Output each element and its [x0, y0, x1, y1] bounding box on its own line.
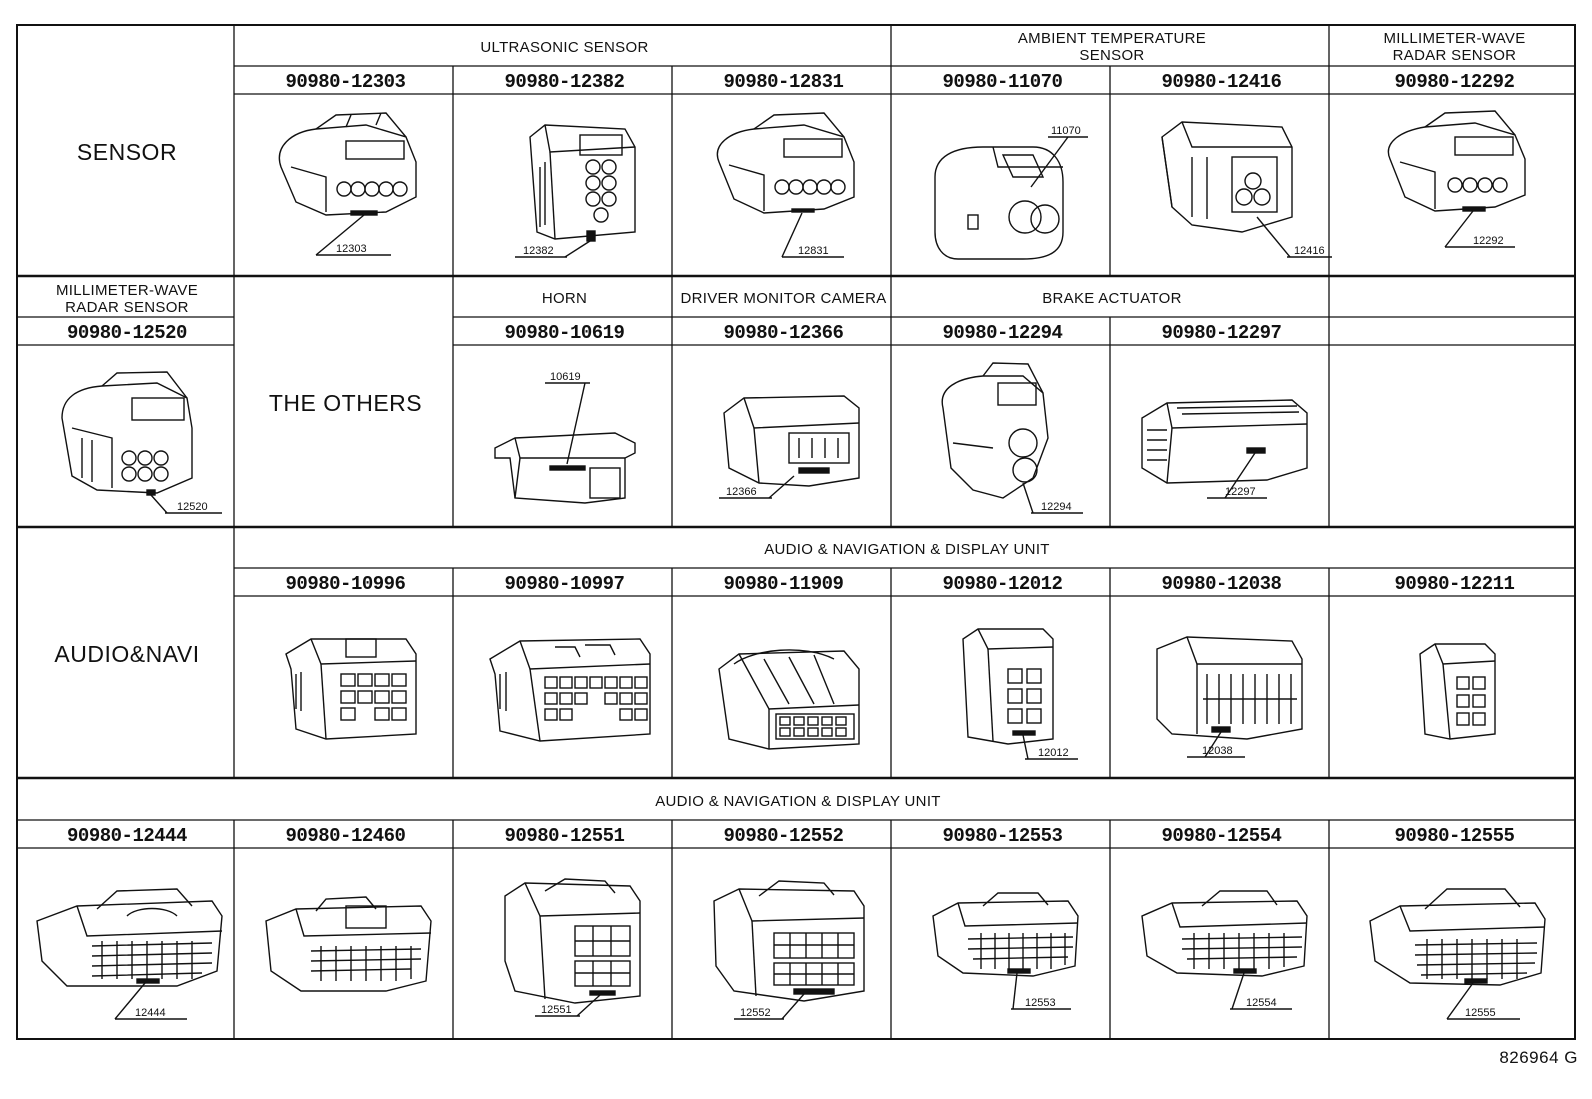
group-title-ambient: AMBIENT TEMPERATURE SENSOR	[1017, 30, 1207, 64]
connector-drawing-12520: 12520	[18, 347, 236, 529]
part-number: 90980-12552	[723, 825, 844, 847]
part-number: 90980-12555	[1394, 825, 1515, 847]
callout-label: 12294	[1041, 501, 1072, 513]
callout-label: 12555	[1465, 1007, 1496, 1019]
callout-label: 12366	[726, 486, 757, 498]
group-title-audio-nav: AUDIO & NAVIGATION & DISPLAY UNIT	[764, 541, 1050, 558]
part-number: 90980-12292	[1394, 71, 1515, 93]
group-title-radar-2: MILLIMETER-WAVE RADAR SENSOR	[55, 281, 198, 316]
callout-label: 12292	[1473, 235, 1504, 247]
callout-label: 12303	[336, 243, 367, 255]
callout-label: 12444	[135, 1007, 166, 1019]
connector-drawing-12460	[236, 850, 455, 1042]
part-number: 90980-12303	[285, 71, 406, 93]
part-number: 90980-12211	[1394, 573, 1515, 595]
connector-catalog-sheet: SENSOR ULTRASONIC SENSOR AMBIENT TEMPERA…	[16, 24, 1576, 1040]
part-number: 90980-12038	[1161, 573, 1282, 595]
part-number: 90980-12366	[723, 322, 844, 344]
part-number: 90980-10996	[285, 573, 406, 595]
part-number: 90980-12460	[285, 825, 406, 847]
connector-drawing-12303: 12303	[236, 96, 455, 278]
connector-drawing-12012: 12012	[893, 598, 1112, 780]
part-number: 90980-12444	[67, 825, 187, 847]
connector-drawing-12444: 12444	[18, 850, 236, 1042]
connector-drawing-12831: 12831	[674, 96, 893, 278]
group-title-ultrasonic: ULTRASONIC SENSOR	[480, 38, 649, 56]
part-number: 90980-12553	[942, 825, 1063, 847]
callout-label: 12038	[1202, 745, 1233, 757]
part-number: 90980-12554	[1161, 825, 1282, 847]
callout-label: 12553	[1025, 997, 1056, 1009]
section-label-audio-navi: AUDIO&NAVI	[54, 641, 200, 667]
drawing-code: 826964 G	[1499, 1048, 1578, 1067]
callout-label: 12520	[177, 501, 208, 513]
part-number: 90980-10997	[504, 573, 625, 595]
connector-drawing-12294: 12294	[893, 347, 1112, 529]
section-label-others: THE OTHERS	[268, 390, 423, 416]
connector-drawing-12552: 12552	[674, 850, 893, 1042]
connector-drawing-11070: 11070	[893, 96, 1112, 278]
connector-drawing-10619: 10619	[455, 347, 674, 529]
part-number: 90980-12382	[504, 71, 625, 93]
connector-drawing-12366: 12366	[674, 347, 893, 529]
connector-drawing-10996	[236, 598, 455, 780]
connector-drawing-12292: 12292	[1331, 96, 1578, 278]
connector-drawing-12297: 12297	[1112, 347, 1331, 529]
callout-label: 12551	[541, 1004, 572, 1016]
table-grid	[16, 24, 1576, 1040]
callout-label: 12416	[1294, 245, 1325, 257]
callout-label: 12552	[740, 1007, 771, 1019]
callout-label: 12012	[1038, 747, 1069, 759]
connector-drawing-12211	[1331, 598, 1578, 780]
connector-drawing-12382: 12382	[455, 96, 674, 278]
callout-label: 12382	[523, 245, 554, 257]
group-title-brake: BRAKE ACTUATOR	[1042, 290, 1182, 307]
callout-label: 11070	[1051, 125, 1081, 137]
part-number: 90980-12012	[942, 573, 1063, 595]
callout-label: 10619	[550, 371, 581, 383]
part-number: 90980-12294	[942, 322, 1063, 344]
group-title-horn: HORN	[541, 290, 588, 307]
connector-drawing-12555: 12555	[1331, 850, 1578, 1042]
connector-drawing-12416: 12416	[1112, 96, 1332, 278]
connector-drawing-10997	[455, 598, 674, 780]
connector-drawing-12553: 12553	[893, 850, 1112, 1042]
part-number: 90980-12831	[723, 71, 844, 93]
callout-label: 12297	[1225, 486, 1256, 498]
part-number: 90980-11909	[723, 573, 844, 595]
group-title-audio-nav-2: AUDIO & NAVIGATION & DISPLAY UNIT	[655, 792, 941, 810]
part-number: 90980-12297	[1161, 322, 1282, 344]
callout-label: 12831	[798, 245, 829, 257]
connector-drawing-12038: 12038	[1112, 598, 1331, 780]
part-number: 90980-11070	[942, 71, 1063, 93]
group-title-driver-monitor: DRIVER MONITOR CAMERA	[680, 290, 887, 307]
connector-drawing-11909	[674, 598, 893, 780]
connector-drawing-12551: 12551	[455, 850, 674, 1042]
part-number: 90980-10619	[504, 322, 625, 344]
part-number: 90980-12520	[67, 322, 187, 344]
connector-drawing-12554: 12554	[1112, 850, 1331, 1042]
part-number: 90980-12551	[504, 825, 625, 847]
callout-label: 12554	[1246, 997, 1277, 1009]
section-label-sensor: SENSOR	[76, 138, 178, 165]
part-number: 90980-12416	[1161, 71, 1282, 93]
group-title-radar: MILLIMETER-WAVE RADAR SENSOR	[1383, 30, 1526, 64]
